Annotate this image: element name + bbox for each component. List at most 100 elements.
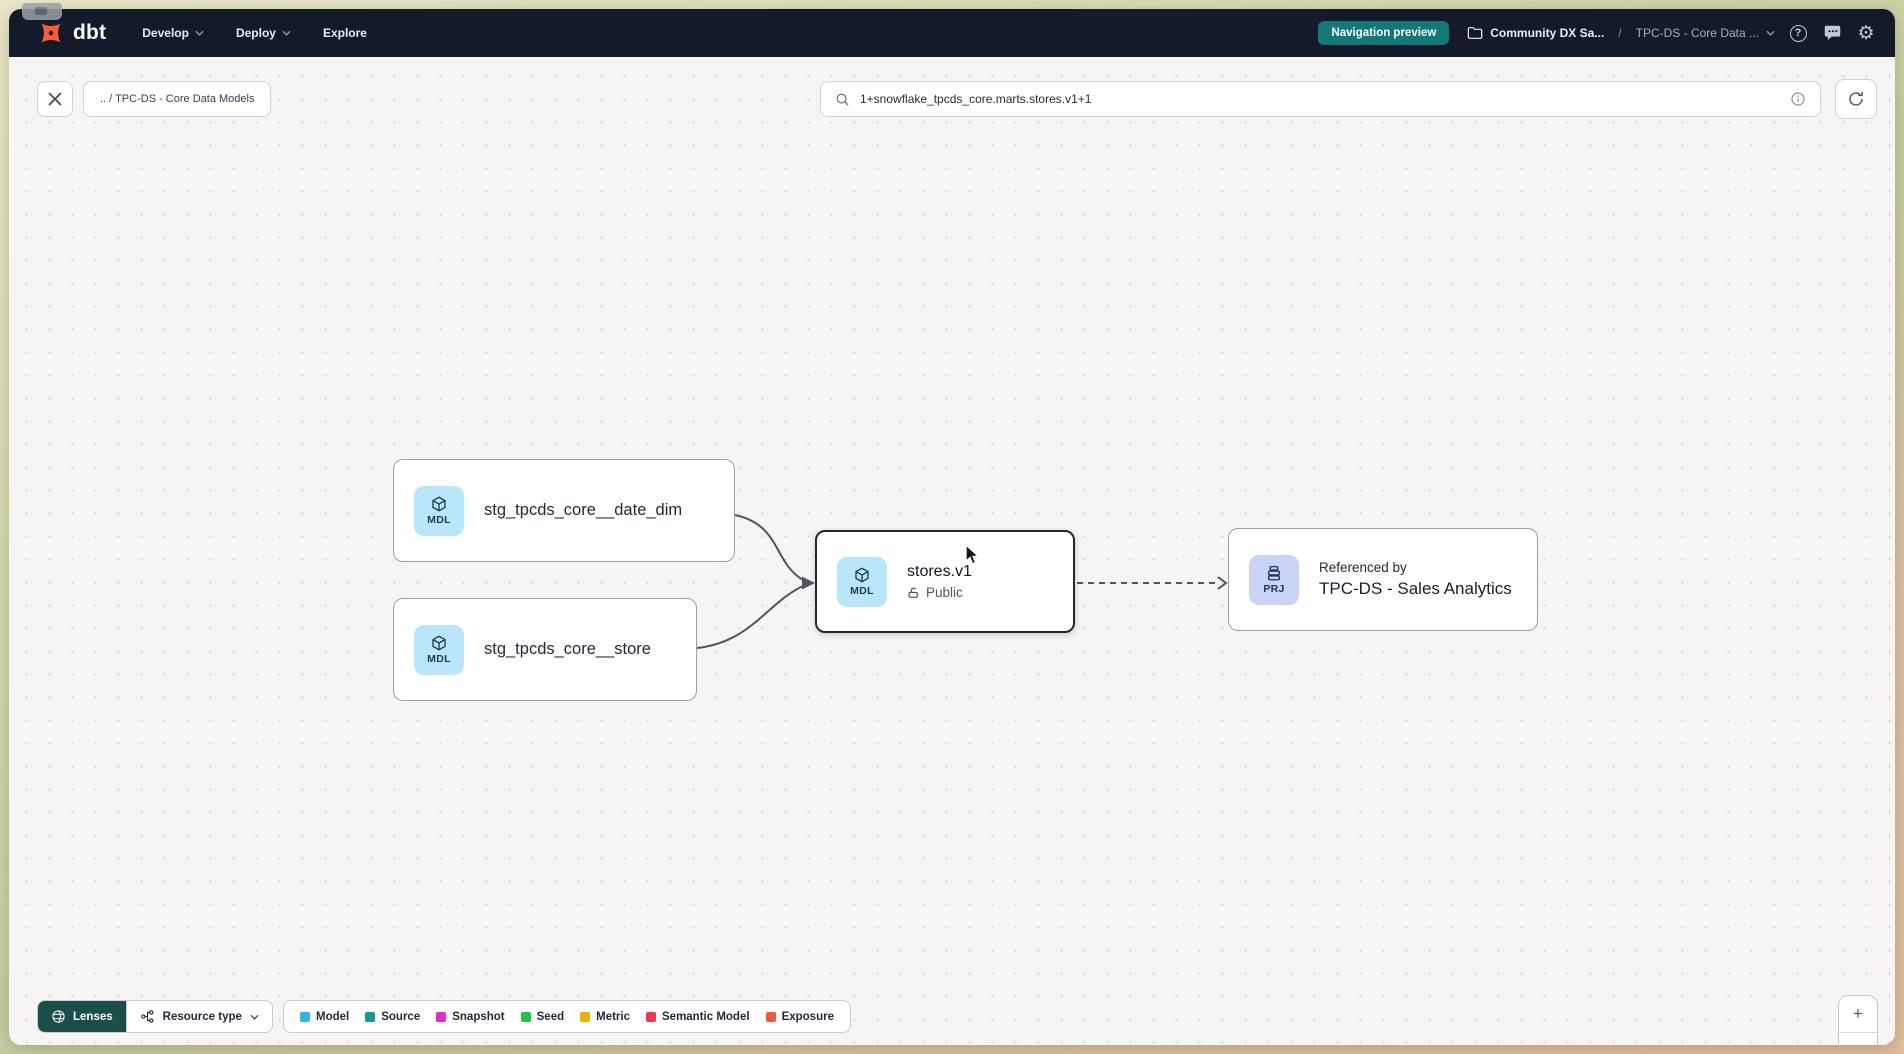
legend-swatch bbox=[580, 1011, 591, 1022]
capture-artifact bbox=[22, 3, 62, 20]
chevron-down-icon bbox=[282, 30, 291, 36]
resource-badge: MDL bbox=[850, 585, 874, 597]
model-resource-icon: MDL bbox=[414, 485, 464, 536]
resource-legend: Model Source Snapshot Seed Metric Semant… bbox=[283, 1000, 851, 1033]
legend-swatch bbox=[520, 1011, 531, 1022]
legend-item-metric: Metric bbox=[580, 1011, 630, 1023]
legend-label: Semantic Model bbox=[662, 1010, 750, 1023]
edge-store-to-stores bbox=[696, 585, 804, 649]
zoom-in-button[interactable]: + bbox=[1839, 996, 1877, 1033]
zoom-out-button[interactable]: − bbox=[1839, 1033, 1877, 1045]
nav-menu-deploy-label: Deploy bbox=[235, 26, 276, 40]
unlock-icon bbox=[908, 587, 918, 598]
legend-swatch bbox=[646, 1011, 656, 1022]
refresh-icon bbox=[1849, 91, 1863, 106]
nav-menu-explore[interactable]: Explore bbox=[323, 26, 367, 40]
node-access-row: Public bbox=[907, 585, 972, 600]
lenses-resource-pill: Lenses Resource type bbox=[37, 1000, 273, 1033]
cube-icon bbox=[432, 496, 446, 512]
breadcrumb-project[interactable]: Community DX Sa... bbox=[1467, 26, 1604, 40]
chevron-down-icon bbox=[195, 30, 204, 36]
breadcrumb-section[interactable]: TPC-DS - Core Data ... bbox=[1636, 26, 1775, 40]
legend-swatch bbox=[300, 1011, 310, 1022]
legend-item-model: Model bbox=[300, 1011, 349, 1023]
legend-item-seed: Seed bbox=[520, 1010, 565, 1023]
navigation-preview-badge[interactable]: Navigation preview bbox=[1318, 21, 1450, 45]
settings-button[interactable]: ⚙ bbox=[1855, 22, 1877, 44]
refresh-lineage-button[interactable] bbox=[1835, 79, 1877, 119]
breadcrumb-section-label: TPC-DS - Core Data ... bbox=[1635, 26, 1759, 40]
legend-label: Source bbox=[381, 1010, 421, 1023]
lenses-button[interactable]: Lenses bbox=[38, 1001, 126, 1032]
legend-item-exposure: Exposure bbox=[765, 1010, 834, 1023]
legend-swatch bbox=[765, 1011, 776, 1022]
nav-menus: Develop Deploy Explore bbox=[142, 26, 367, 40]
node-stores-v1[interactable]: MDL stores.v1 Public bbox=[815, 530, 1075, 633]
node-kicker: Referenced by bbox=[1319, 560, 1407, 575]
nav-menu-develop[interactable]: Develop bbox=[142, 26, 204, 40]
node-access-label: Public bbox=[926, 585, 963, 600]
folder-icon bbox=[1467, 27, 1483, 39]
lenses-label: Lenses bbox=[73, 1010, 113, 1023]
legend-swatch bbox=[436, 1011, 447, 1022]
project-resource-icon: PRJ bbox=[1249, 554, 1299, 605]
legend-label: Metric bbox=[596, 1010, 630, 1023]
nav-menu-deploy[interactable]: Deploy bbox=[236, 26, 291, 40]
graph-nodes-icon bbox=[140, 1010, 154, 1023]
lineage-search-bar bbox=[820, 81, 1821, 117]
node-text-column: stores.v1 Public bbox=[907, 563, 972, 600]
node-referenced-project[interactable]: PRJ Referenced by TPC-DS - Sales Analyti… bbox=[1228, 528, 1538, 631]
nav-menu-explore-label: Explore bbox=[322, 26, 367, 40]
breadcrumb-separator: / bbox=[1618, 26, 1622, 40]
close-icon bbox=[48, 92, 62, 106]
gear-icon: ⚙ bbox=[1857, 22, 1875, 44]
lineage-search-input[interactable] bbox=[860, 92, 1780, 106]
lineage-breadcrumb-chip[interactable]: .. / TPC-DS - Core Data Models bbox=[83, 81, 272, 117]
edge-arrowhead bbox=[802, 576, 815, 590]
search-icon bbox=[836, 93, 849, 106]
cube-icon bbox=[855, 567, 869, 583]
resource-type-dropdown[interactable]: Resource type bbox=[125, 1001, 272, 1032]
legend-item-source: Source bbox=[365, 1011, 420, 1023]
legend-label: Exposure bbox=[781, 1010, 834, 1023]
help-icon: ? bbox=[1789, 24, 1807, 42]
chat-bubble-icon bbox=[1824, 25, 1840, 40]
resource-badge: MDL bbox=[427, 514, 451, 526]
lens-icon bbox=[52, 1010, 65, 1023]
feedback-button[interactable] bbox=[1821, 22, 1843, 44]
dbt-logo-text: dbt bbox=[73, 21, 107, 44]
resource-type-label: Resource type bbox=[162, 1010, 242, 1023]
edge-layer bbox=[696, 514, 1228, 649]
chevron-down-icon bbox=[1766, 30, 1775, 36]
edge-date-dim-to-stores bbox=[734, 514, 804, 581]
nav-right-cluster: Navigation preview Community DX Sa... / … bbox=[1318, 21, 1895, 45]
project-stack-icon bbox=[1268, 565, 1280, 581]
node-date-dim[interactable]: MDL stg_tpcds_core__date_dim bbox=[393, 459, 735, 562]
close-lineage-button[interactable] bbox=[37, 81, 73, 117]
model-resource-icon: MDL bbox=[837, 556, 887, 607]
legend-label: Snapshot bbox=[452, 1010, 505, 1023]
zoom-controls: + − bbox=[1838, 995, 1878, 1045]
node-store[interactable]: MDL stg_tpcds_core__store bbox=[393, 598, 697, 701]
lineage-canvas[interactable]: MDL stg_tpcds_core__date_dim MDL stg_tpc… bbox=[9, 57, 1895, 1045]
node-text-column: Referenced by TPC-DS - Sales Analytics bbox=[1319, 560, 1512, 599]
node-label: TPC-DS - Sales Analytics bbox=[1319, 579, 1512, 598]
edge-dashed-arrowhead bbox=[1217, 576, 1228, 590]
cube-icon bbox=[432, 635, 446, 651]
legend-swatch bbox=[365, 1011, 376, 1022]
info-icon[interactable] bbox=[1790, 91, 1806, 107]
breadcrumb-project-label: Community DX Sa... bbox=[1490, 26, 1605, 40]
resource-badge: MDL bbox=[427, 653, 451, 665]
legend-label: Seed bbox=[536, 1010, 565, 1023]
node-label: stores.v1 bbox=[907, 563, 972, 580]
dbt-logo-icon bbox=[41, 23, 61, 43]
nav-menu-develop-label: Develop bbox=[142, 26, 189, 40]
legend-label: Model bbox=[316, 1010, 350, 1023]
resource-badge: PRJ bbox=[1263, 583, 1285, 595]
dbt-logo[interactable]: dbt bbox=[36, 18, 106, 48]
node-label: stg_tpcds_core__store bbox=[484, 640, 651, 658]
top-navbar: dbt Develop Deploy Explore Navigation pr… bbox=[9, 9, 1895, 57]
chevron-down-icon bbox=[250, 1014, 259, 1020]
legend-item-semantic-model: Semantic Model bbox=[646, 1011, 750, 1023]
help-button[interactable]: ? bbox=[1787, 22, 1809, 44]
